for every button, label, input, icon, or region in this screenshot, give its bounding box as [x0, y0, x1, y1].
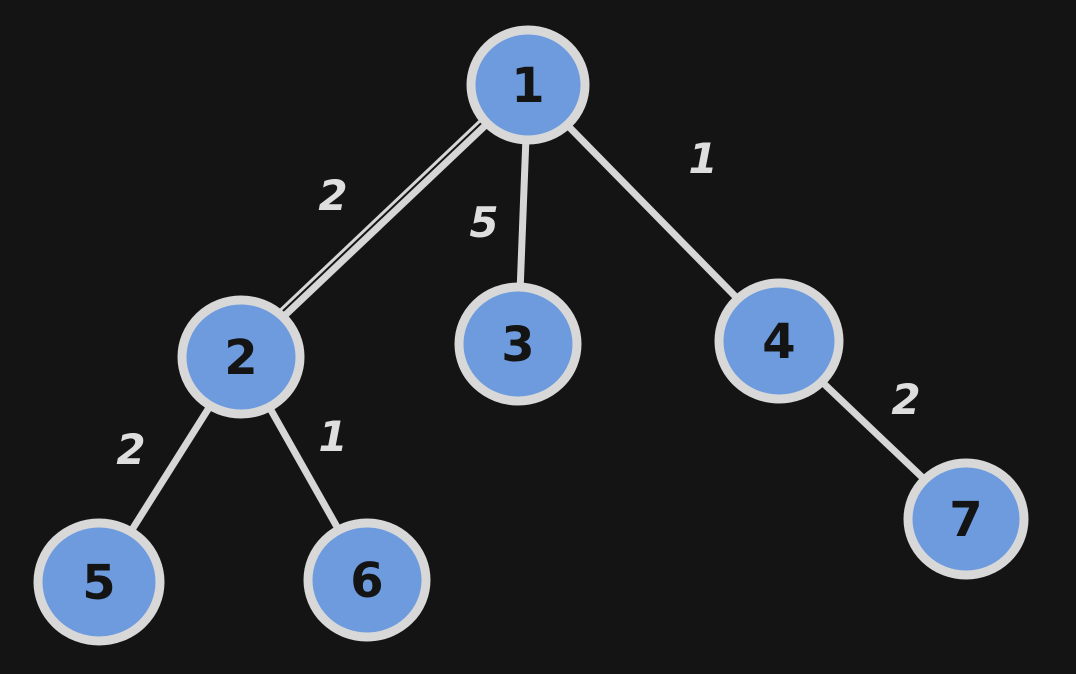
node-circle-1 — [466, 25, 590, 145]
edge-weight-2-5: 2 — [116, 425, 145, 474]
tree-node-5: 5 — [33, 518, 165, 646]
tree-node-2: 2 — [177, 295, 305, 419]
node-circle-2 — [177, 295, 305, 419]
node-circle-5 — [33, 518, 165, 646]
node-circle-3 — [454, 282, 582, 406]
node-label-2: 2 — [224, 330, 257, 386]
node-label-4: 4 — [762, 314, 795, 370]
tree-node-6: 6 — [303, 518, 431, 642]
edge-weight-1-4: 1 — [688, 134, 717, 183]
node-label-7: 7 — [949, 492, 982, 548]
tree-node-4: 4 — [714, 278, 844, 404]
node-label-5: 5 — [82, 555, 115, 611]
edge-1-2-double-stroke — [234, 78, 525, 354]
node-label-3: 3 — [501, 317, 534, 373]
node-circle-4 — [714, 278, 844, 404]
node-label-6: 6 — [350, 553, 383, 609]
edge-weight-4-7: 2 — [891, 375, 920, 424]
tree-node-1: 1 — [466, 25, 590, 145]
edge-weight-2-6: 1 — [318, 412, 347, 461]
tree-node-7: 7 — [903, 458, 1029, 580]
edge-weight-1-2: 2 — [318, 171, 347, 220]
node-circle-6 — [303, 518, 431, 642]
edge-1-2 — [237, 81, 532, 361]
edge-weight-1-3: 5 — [469, 198, 498, 247]
tree-node-3: 3 — [454, 282, 582, 406]
node-circle-7 — [903, 458, 1029, 580]
node-label-1: 1 — [511, 58, 544, 114]
